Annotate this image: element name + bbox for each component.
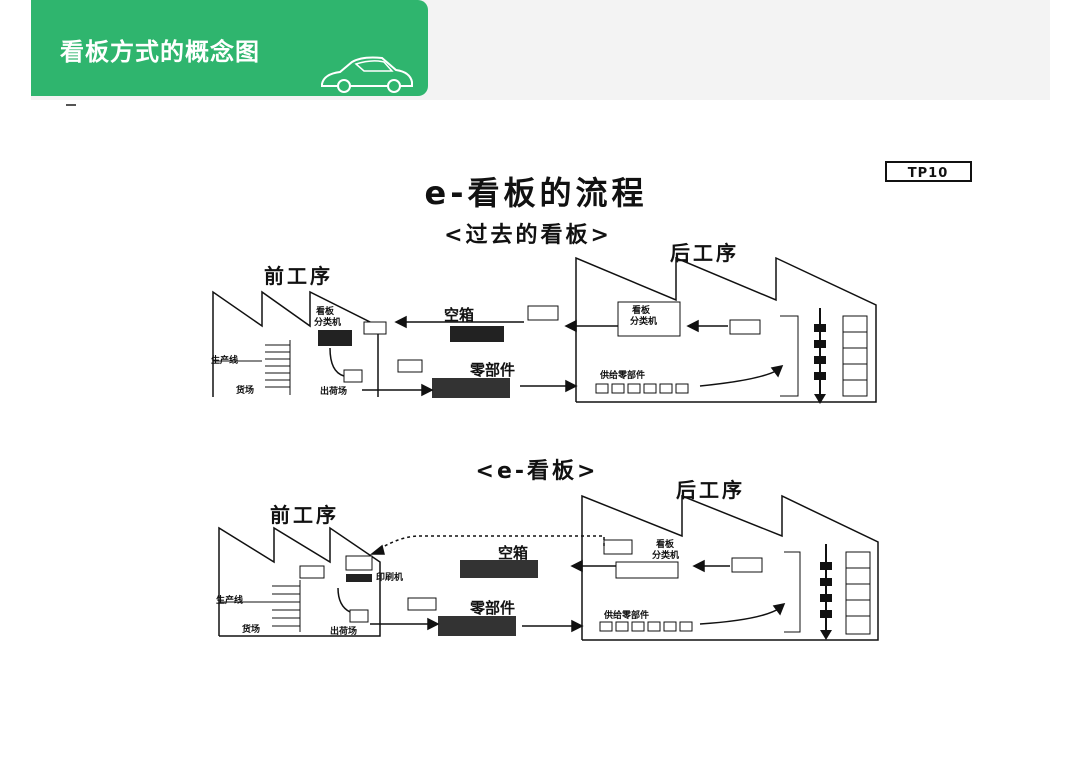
new-shipping-cart xyxy=(349,609,369,623)
tp-tag: TP10 xyxy=(908,166,949,181)
old-downstream-label: 后工序 xyxy=(670,241,739,265)
new-box-stack-left xyxy=(407,597,437,611)
old-upstream-factory xyxy=(212,290,379,397)
old-warehouse: 货场 xyxy=(236,384,254,396)
old-sorter-down-1: 看板 xyxy=(632,304,651,316)
new-sorter-down-1: 看板 xyxy=(656,538,675,550)
old-supply-bins xyxy=(595,383,689,394)
old-box-stack-left xyxy=(397,359,423,373)
new-shipping-area: 出荷场 xyxy=(330,625,357,637)
old-parts: 零部件 xyxy=(469,361,515,379)
new-sorter-down-machine xyxy=(615,561,679,579)
old-assembly-line xyxy=(814,308,826,404)
main-title: e-看板的流程 xyxy=(425,174,648,212)
old-upstream-shelves xyxy=(213,340,291,395)
old-sorter-up-2: 分类机 xyxy=(314,316,341,328)
old-sorter-down-machine xyxy=(617,301,681,337)
old-production-line: 生产线 xyxy=(211,354,238,366)
new-upstream-box xyxy=(299,565,325,579)
old-empty-box-truck xyxy=(450,326,504,342)
page-title: 看板方式的概念图 xyxy=(60,38,260,66)
old-box-stack-downstream xyxy=(729,319,761,335)
new-printer-device xyxy=(345,555,373,571)
old-downstream-rack xyxy=(780,315,868,397)
new-subtitle: <e-看板> xyxy=(476,459,599,484)
new-warehouse: 货场 xyxy=(242,623,260,635)
new-supply-bins xyxy=(599,621,693,632)
new-production-line: 生产线 xyxy=(216,594,243,606)
new-empty-box-truck xyxy=(460,560,538,578)
old-sorter-up-machine xyxy=(318,330,352,346)
old-flow-arrows xyxy=(329,315,784,397)
new-sorter-down-2: 分类机 xyxy=(652,549,679,561)
new-flow-arrows xyxy=(337,535,786,633)
old-shipping-area: 出荷场 xyxy=(320,385,347,397)
old-sorter-down-2: 分类机 xyxy=(630,315,657,327)
old-shipping-cart xyxy=(343,369,363,383)
new-terminal xyxy=(603,539,633,555)
new-box-stack-downstream xyxy=(731,557,763,573)
old-upstream-label: 前工序 xyxy=(264,264,333,288)
header-dash xyxy=(66,104,76,106)
new-empty-box: 空箱 xyxy=(498,544,528,562)
old-box-stack-right xyxy=(527,305,559,321)
new-upstream-factory xyxy=(218,526,381,637)
old-upstream-box xyxy=(363,321,387,335)
new-upstream-label: 前工序 xyxy=(270,503,339,527)
new-parts-truck xyxy=(438,616,516,636)
car-icon xyxy=(321,56,413,93)
new-assembly-line xyxy=(820,544,832,640)
new-parts: 零部件 xyxy=(469,599,515,617)
new-downstream-rack xyxy=(784,551,871,635)
new-printer: 印刷机 xyxy=(376,571,403,583)
old-supply-parts: 供给零部件 xyxy=(599,369,645,381)
old-empty-box: 空箱 xyxy=(444,306,474,324)
new-supply-parts: 供给零部件 xyxy=(603,609,649,621)
new-printer-base xyxy=(346,574,372,582)
new-downstream-label: 后工序 xyxy=(676,478,745,502)
title-tab xyxy=(31,0,428,96)
new-upstream-shelves xyxy=(219,580,301,632)
old-sorter-up-1: 看板 xyxy=(316,305,335,317)
old-parts-truck xyxy=(432,378,510,398)
old-subtitle: <过去的看板> xyxy=(444,222,612,248)
old-downstream-factory xyxy=(575,256,877,403)
new-downstream-factory xyxy=(581,494,879,641)
tp-tag-box xyxy=(885,161,972,182)
